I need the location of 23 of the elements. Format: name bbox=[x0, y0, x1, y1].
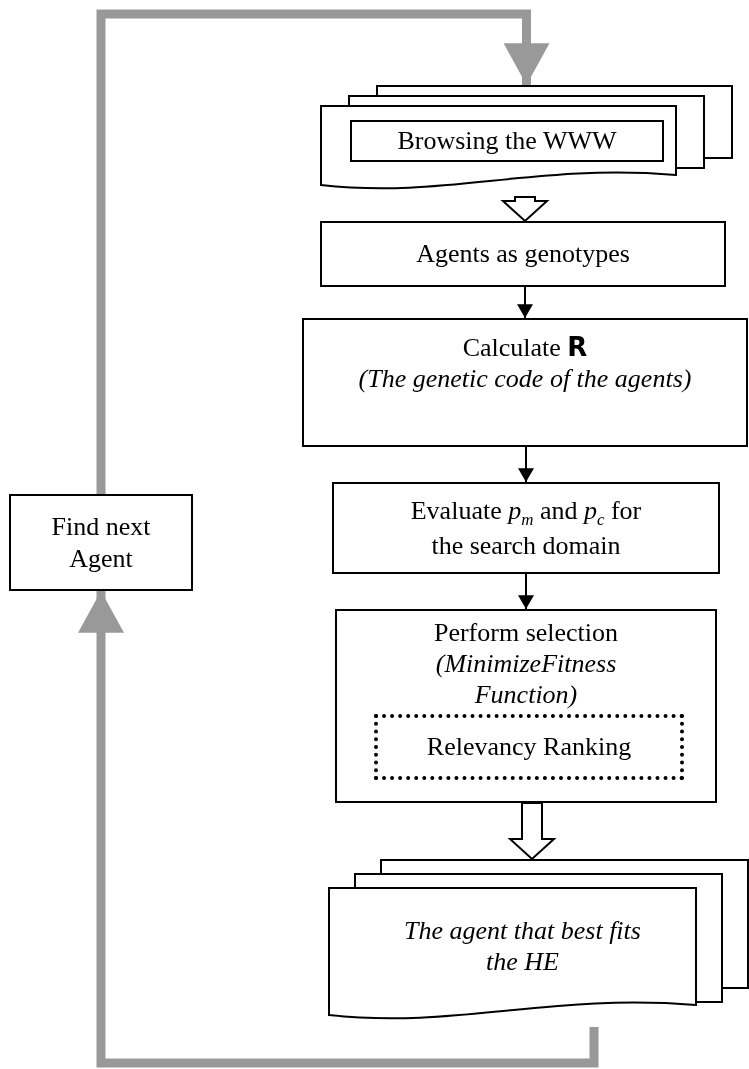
box-text: Perform selection bbox=[433, 617, 619, 649]
box-text: Browsing the WWW bbox=[397, 125, 617, 157]
arrow bbox=[518, 573, 534, 610]
box-text: Relevancy Ranking bbox=[426, 731, 632, 763]
inner-box bbox=[350, 120, 664, 162]
block-arrow bbox=[500, 196, 550, 223]
box-text: (MinimizeFitness Function) bbox=[434, 648, 618, 711]
box-text: Find next Agent bbox=[50, 511, 152, 574]
box-text: Agents as genotypes bbox=[416, 238, 630, 270]
box-text: The agent that best fits the HE bbox=[403, 914, 642, 978]
box-text: (The genetic code of the agents) bbox=[358, 363, 692, 395]
box-text: Evaluate p$_{m}$ and p$_{c}$ for the search domain bbox=[409, 494, 643, 562]
box-text: Calculate R bbox=[462, 332, 588, 364]
block-arrow bbox=[507, 802, 557, 861]
dotted-box bbox=[374, 714, 684, 780]
process-box bbox=[320, 221, 726, 287]
thick-arrow bbox=[96, 9, 550, 494]
process-box bbox=[332, 482, 720, 574]
arrow bbox=[517, 286, 533, 319]
process-box bbox=[302, 318, 748, 447]
arrow bbox=[518, 446, 534, 483]
process-box bbox=[335, 609, 717, 803]
process-box bbox=[9, 494, 193, 591]
